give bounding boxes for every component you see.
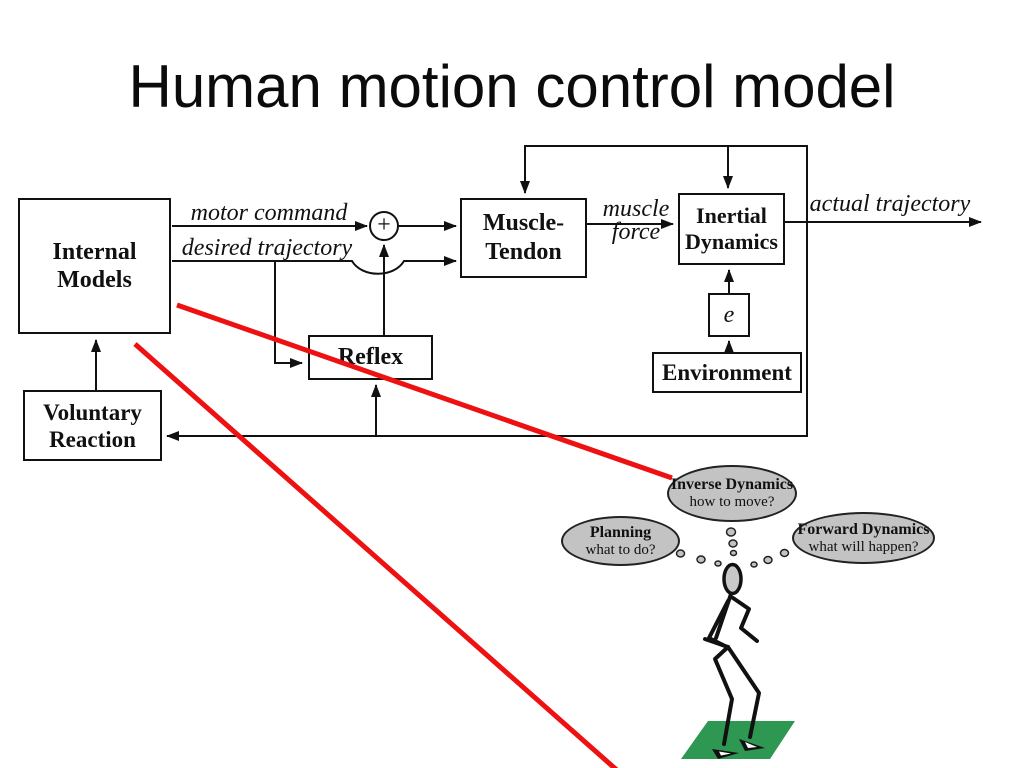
left-foot-inner bbox=[719, 751, 731, 756]
muscle-force-label-line1: muscle bbox=[602, 196, 670, 222]
internal-models-label-line2: Models bbox=[57, 267, 132, 293]
summing-junction-plus: + bbox=[377, 212, 391, 238]
internal-models-label-line1: Internal bbox=[52, 239, 137, 265]
desired-trajectory-arrow bbox=[172, 256, 457, 275]
inverse-dynamics-bubble-title: Inverse Dynamics bbox=[670, 476, 794, 493]
actual-trajectory-label: actual trajectory bbox=[809, 191, 971, 217]
head bbox=[722, 562, 743, 596]
voluntary-reaction-label-line2: Reaction bbox=[49, 426, 136, 452]
summing-junction-circle bbox=[369, 211, 399, 241]
stick-figure bbox=[703, 562, 765, 759]
forward-dynamics-bubble-question: what will happen? bbox=[808, 538, 919, 555]
right-foot-inner bbox=[745, 742, 757, 748]
muscle-tendon-box: Muscle- Tendon bbox=[460, 198, 587, 278]
inverse-dynamics-bubble-question: how to move? bbox=[689, 494, 775, 510]
right-leg bbox=[726, 645, 761, 739]
right-arm bbox=[731, 596, 759, 643]
muscle-force-label: muscle force bbox=[596, 196, 676, 245]
voluntary-reaction-label-line1: Voluntary bbox=[43, 399, 142, 425]
planning-bubble-title: Planning bbox=[589, 523, 652, 541]
muscle-force-label-line2: force bbox=[611, 219, 661, 245]
slide-title: Human motion control model bbox=[128, 53, 896, 120]
voluntary-reaction-box: Voluntary Reaction bbox=[23, 390, 162, 461]
internal-models-box: Internal Models bbox=[18, 198, 171, 334]
forward-dynamics-bubble-title: Forward Dynamics bbox=[797, 520, 930, 538]
forward-dynamics-bubble: Forward Dynamics what will happen? bbox=[792, 512, 935, 564]
reflex-branch-arrow bbox=[274, 261, 303, 368]
inertial-dynamics-box: Inertial Dynamics bbox=[678, 193, 785, 265]
muscle-tendon-label-line2: Tendon bbox=[485, 239, 562, 265]
ground-platform bbox=[681, 721, 795, 759]
reflex-box: Reflex bbox=[308, 335, 433, 380]
top-feedback-line bbox=[520, 145, 808, 222]
planning-bubble-question: what to do? bbox=[585, 541, 656, 558]
left-leg bbox=[703, 637, 734, 746]
motor-command-label: motor command bbox=[190, 200, 348, 226]
muscle-tendon-label-line1: Muscle- bbox=[482, 210, 565, 236]
thought-trail-bubbles bbox=[675, 527, 790, 568]
error-signal-label: e bbox=[723, 301, 735, 328]
planning-bubble: Planning what to do? bbox=[561, 516, 680, 566]
environment-box: Environment bbox=[652, 352, 802, 393]
error-signal-box: e bbox=[708, 293, 750, 337]
desired-trajectory-label: desired trajectory bbox=[181, 235, 353, 261]
inertial-dynamics-label-line1: Inertial bbox=[696, 203, 767, 228]
inverse-dynamics-bubble: Inverse Dynamics how to move? bbox=[667, 465, 797, 522]
reflex-label: Reflex bbox=[337, 344, 404, 370]
inertial-dynamics-label-line2: Dynamics bbox=[685, 229, 778, 254]
environment-label: Environment bbox=[662, 360, 792, 385]
